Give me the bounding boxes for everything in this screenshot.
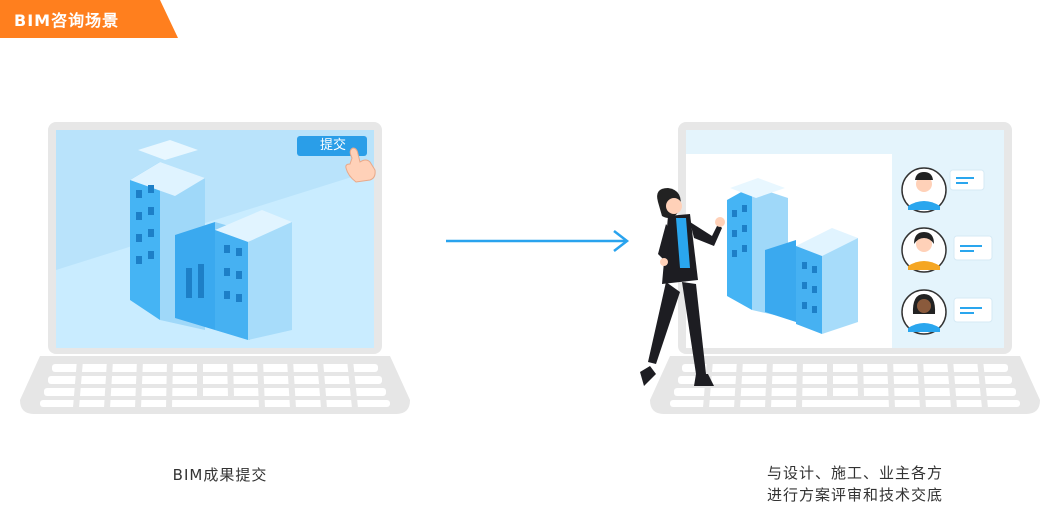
participant-1: [901, 167, 985, 213]
right-caption: 与设计、施工、业主各方 进行方案评审和技术交底: [700, 462, 1010, 506]
presenter-figure: [640, 188, 725, 386]
right-keys: [670, 364, 1020, 407]
left-key-gaps: [73, 359, 358, 409]
participant-2: [901, 227, 993, 273]
left-keys: [40, 364, 390, 407]
flow-arrow: [446, 230, 630, 252]
participant-3: [901, 289, 993, 335]
submit-button[interactable]: 提交: [319, 138, 346, 153]
hand-cursor-icon: [345, 147, 376, 183]
left-buildings: [130, 140, 292, 340]
right-laptop: [650, 122, 1040, 414]
submit-button-bg: [297, 136, 367, 156]
right-caption-line-2: 进行方案评审和技术交底: [766, 486, 943, 504]
section-tag-label: BIM咨询场景: [14, 11, 120, 30]
left-laptop: [20, 122, 410, 414]
right-caption-line-1: 与设计、施工、业主各方: [766, 464, 943, 482]
left-caption: BIM成果提交: [172, 466, 268, 484]
section-tag: [0, 0, 178, 38]
right-buildings: [727, 178, 858, 334]
right-key-gaps: [703, 359, 988, 409]
